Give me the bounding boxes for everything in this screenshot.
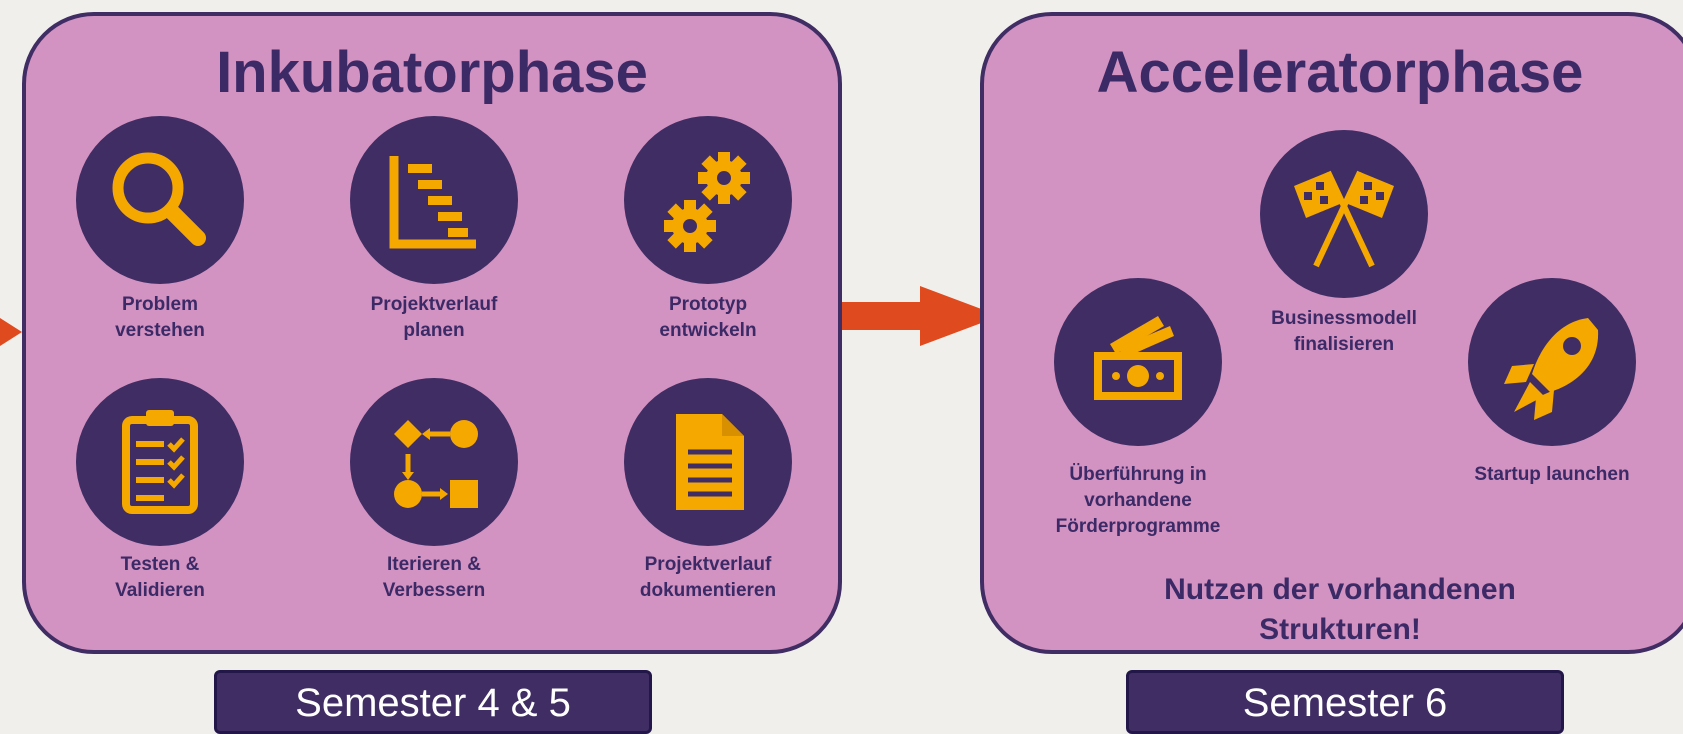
step-label-problem: Problem verstehen <box>115 294 205 341</box>
accelerator-title: Acceleratorphase <box>1096 40 1584 105</box>
magnifier-icon <box>76 116 244 284</box>
rocket-icon <box>1468 278 1636 446</box>
checkered-flags-icon <box>1260 130 1428 298</box>
phase-transition-arrow <box>818 286 1000 346</box>
step-label-businessmodel: Businessmodell finalisieren <box>1271 308 1417 355</box>
accelerator-semester-badge: Semester 6 <box>1126 670 1564 734</box>
step-label-launch: Startup launchen <box>1474 464 1630 485</box>
accelerator-phase-panel: Acceleratorphase Businessmodell finalisi… <box>980 12 1683 654</box>
structures-note: Nutzen der vorhandenen Strukturen! <box>1164 573 1516 646</box>
flow-shapes-icon <box>350 378 518 546</box>
step-label-funding: Überführung in vorhandene Förderprogramm… <box>1055 464 1221 537</box>
incubator-title: Inkubatorphase <box>216 40 648 105</box>
step-label-prototype: Prototyp entwickeln <box>659 294 757 341</box>
incubator-phase-panel: Inkubatorphase Problem verstehen Projekt… <box>22 12 842 654</box>
step-label-iterate: Iterieren & Verbessern <box>382 554 486 601</box>
clipboard-checklist-icon <box>76 378 244 546</box>
money-icon <box>1054 278 1222 446</box>
step-label-document: Projektverlauf dokumentieren <box>639 554 777 601</box>
gears-icon <box>624 116 792 284</box>
step-label-test: Testen & Validieren <box>115 554 205 601</box>
step-label-plan: Projektverlauf planen <box>370 294 498 341</box>
document-icon <box>624 378 792 546</box>
incoming-arrow <box>0 318 22 346</box>
incubator-semester-badge: Semester 4 & 5 <box>214 670 652 734</box>
gantt-chart-icon <box>350 116 518 284</box>
